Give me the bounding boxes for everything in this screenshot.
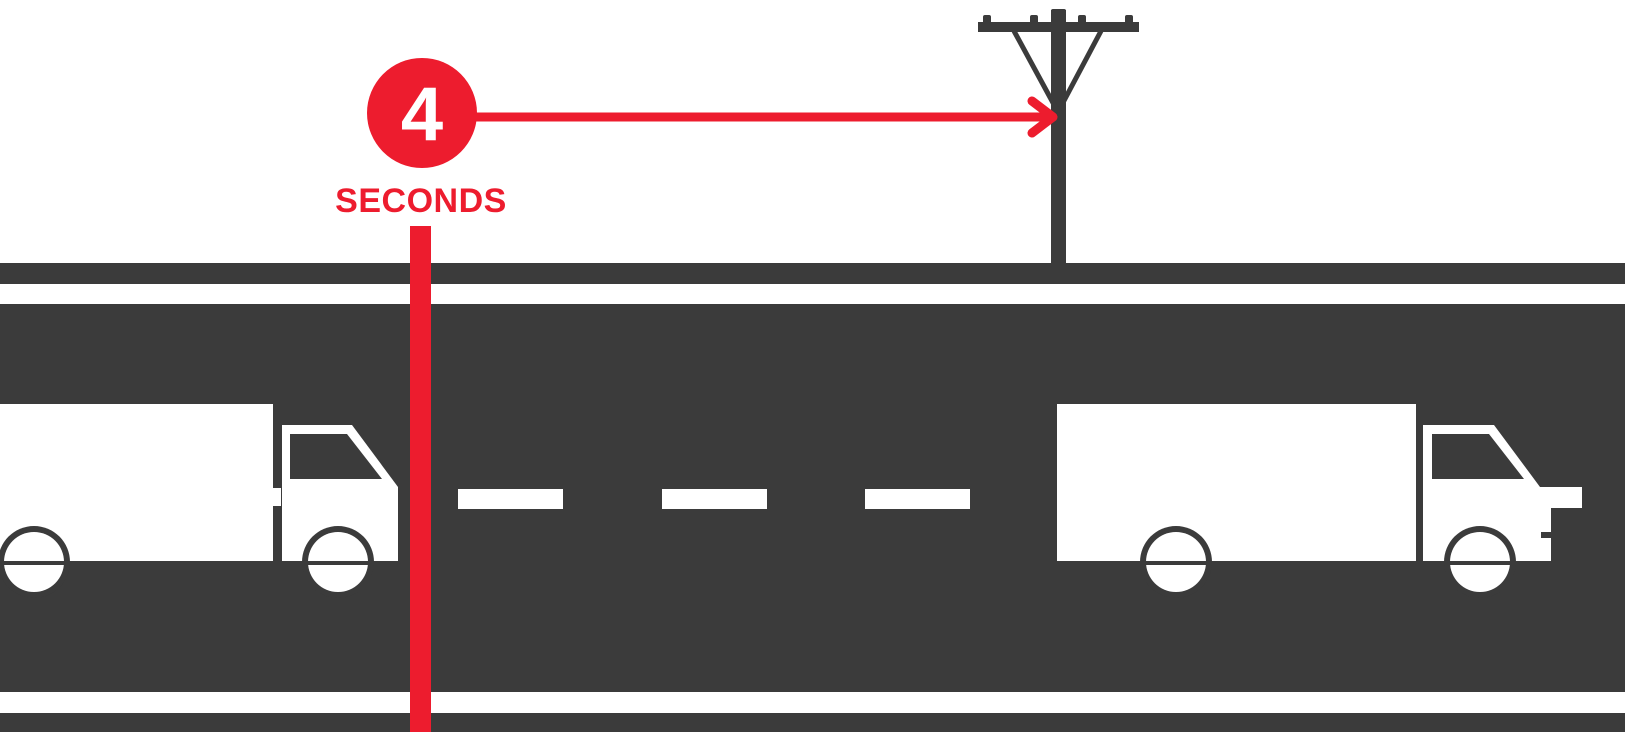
- pole-insulator: [1030, 15, 1038, 24]
- pole-top-cap: [1051, 9, 1066, 15]
- lane-dash: [865, 489, 970, 509]
- timer-number: 4: [401, 72, 443, 157]
- timer-circle: [367, 58, 477, 168]
- pole-brace-left: [1011, 29, 1061, 114]
- truck-window: [1432, 434, 1524, 479]
- truck-bumper-notch: [1551, 538, 1581, 562]
- truck-door-seam: [273, 488, 281, 506]
- arrow-head-icon: [1027, 96, 1058, 138]
- lane-markings: [458, 489, 970, 509]
- truck-bumper-notch: [1541, 532, 1557, 538]
- pole-shaft: [1051, 10, 1066, 263]
- pole-insulator: [1078, 15, 1086, 24]
- reference-marker-line: [410, 226, 431, 732]
- pole-insulator: [1125, 15, 1133, 24]
- road-bottom-edge-stripe: [0, 713, 1625, 732]
- box-truck-icon: [1057, 404, 1582, 598]
- truck-cab-gap: [1416, 404, 1423, 536]
- road-top-edge-stripe: [0, 263, 1625, 284]
- pole-crossarm: [978, 22, 1139, 32]
- truck-underside: [1057, 561, 1557, 565]
- lane-dash: [662, 489, 767, 509]
- lane-dash: [458, 489, 563, 509]
- truck-bumper-notch: [398, 534, 412, 562]
- pole-insulator: [983, 15, 991, 24]
- truck-cab-gap: [273, 404, 281, 536]
- utility-pole-icon: [978, 9, 1139, 263]
- timer-badge: 4 SECONDS: [335, 58, 507, 220]
- box-truck-icon: [0, 404, 420, 598]
- arrow-to-pole: [465, 96, 1058, 138]
- truck-cargo-box: [1057, 404, 1416, 561]
- truck-window: [290, 434, 382, 479]
- truck-underside: [0, 561, 420, 565]
- pole-brace-right: [1055, 29, 1104, 114]
- timer-unit-label: SECONDS: [335, 182, 507, 220]
